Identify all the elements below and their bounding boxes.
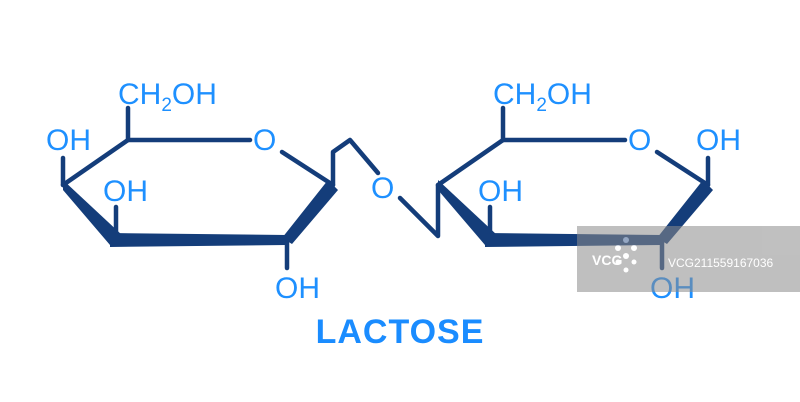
wedge-left-c3-c2 <box>110 233 287 247</box>
right-oh-middle-label: OH <box>478 175 523 208</box>
molecule-title: LACTOSE <box>316 313 485 351</box>
left-oh-bottom-label: OH <box>275 272 320 305</box>
wedge-right-c4-c3 <box>438 180 497 245</box>
watermark-logo-icon <box>615 237 637 273</box>
left-oh-left-label: OH <box>46 124 91 157</box>
watermark-background <box>577 226 800 292</box>
right-ring-bonds <box>435 105 711 271</box>
left-oh-middle-label: OH <box>103 175 148 208</box>
left-ch2oh-label: CH2OH <box>118 78 217 116</box>
bond-right-o-c1 <box>654 149 711 188</box>
left-ring-oxygen-label: O <box>253 124 276 157</box>
wedge-left-c2-c1 <box>282 180 338 244</box>
bond-left-c4-c5 <box>60 137 131 188</box>
right-oh-top-label: OH <box>696 124 741 157</box>
watermark-id-text: VCG211559167036 <box>668 256 774 270</box>
bond-left-o-c1 <box>279 149 336 188</box>
wedge-left-c4-c3 <box>63 180 122 245</box>
bond-bridge-o-c4 <box>397 182 441 239</box>
bond-left-c1-bridge <box>330 137 381 188</box>
bond-right-c4-c5 <box>435 137 506 188</box>
right-ring-oxygen-label: O <box>628 124 651 157</box>
watermark-logo-text: VCG <box>592 252 622 268</box>
bridge-oxygen-label: O <box>371 172 394 205</box>
vcg-watermark: VCG VCG211559167036 <box>577 226 800 292</box>
right-ch2oh-label: CH2OH <box>493 78 592 116</box>
